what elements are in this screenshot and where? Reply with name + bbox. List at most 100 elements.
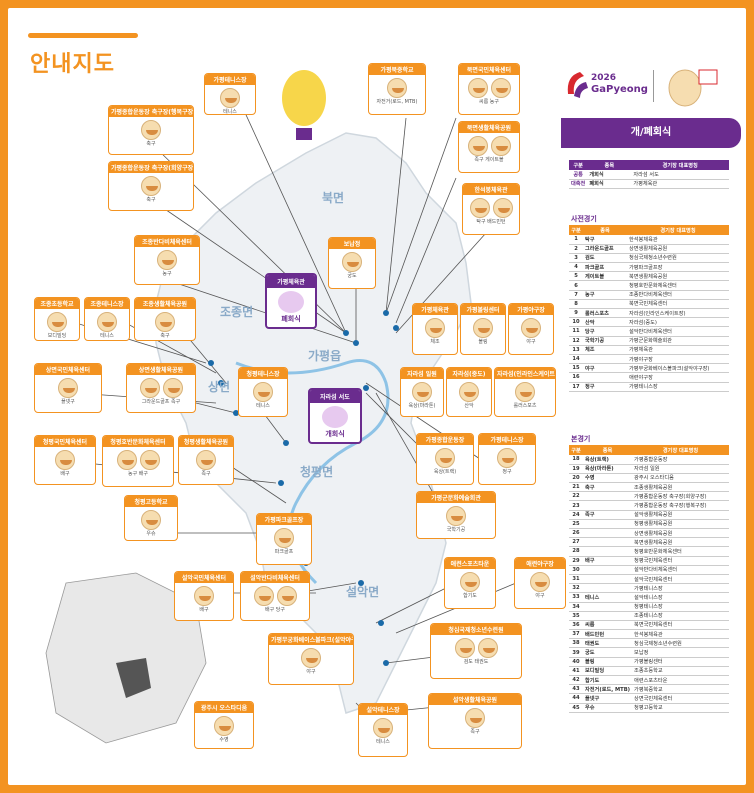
col-header: 구분 <box>569 225 583 235</box>
sport-name: 국학기공 <box>583 336 627 346</box>
venue-callout-sport: 롤러스포츠 <box>513 403 537 409</box>
venue-callout[interactable]: 가평종합운동장 축구장(행복구장)축구 <box>108 105 194 155</box>
opening-section-title: 개/폐회식 <box>561 118 741 148</box>
venue-callout[interactable]: 자라섬(인라인스케이트장)롤러스포츠 <box>494 367 556 417</box>
venue-callout[interactable]: 자라섬(중도)산악 <box>446 367 492 417</box>
row-number: 13 <box>569 345 583 355</box>
row-number: 26 <box>569 528 583 539</box>
row-number: 37 <box>569 629 583 640</box>
venue-callout-sport: 합기도 <box>463 593 477 599</box>
mascot-group <box>479 445 535 468</box>
mascot-icon <box>473 318 493 338</box>
venue-callout[interactable]: 가평종합운동장 축구장(회양구장)축구 <box>108 161 194 211</box>
venue-callout-title: 가평북중학교 <box>369 64 425 75</box>
row-number: 2 <box>569 244 583 254</box>
venue-callout-sport: 농구 <box>162 271 172 277</box>
sport-name <box>583 565 633 575</box>
mascot-icon <box>55 450 75 470</box>
venue-callout-sport: 그라운드골프 족구 <box>141 399 181 405</box>
mascot-icon <box>155 312 175 332</box>
mascot-icon <box>435 448 455 468</box>
venue-callout-sport: 농구 배구 <box>128 471 148 477</box>
row-number: 16 <box>569 372 583 383</box>
col-header: 경기장 대표명칭 <box>627 225 729 235</box>
venue-callout-sport: 테니스 <box>100 333 114 339</box>
venue-name: 청평국민체육센터 <box>632 556 729 566</box>
main-games-title: 본경기 <box>571 435 591 443</box>
mascot-group <box>125 507 177 530</box>
logo-mark-icon <box>567 72 588 98</box>
venue-callout-title: 가평종합운동장 축구장(회양구장) <box>109 162 193 173</box>
venue-callout-title: 청평생활체육공원 <box>179 436 233 447</box>
venue-name: 설악반다비체육센터 <box>632 565 729 575</box>
mascot-group <box>463 195 519 218</box>
venue-name: 가평야구장 <box>627 354 729 365</box>
venue-name: 청평고등학교 <box>632 703 729 713</box>
row-number: 45 <box>569 703 583 713</box>
opening-label: 개회식 <box>325 430 345 438</box>
mascot-icon <box>492 198 513 218</box>
venue-callout[interactable]: 가평무궁화베이스볼파크(설악야구장)야구 <box>268 633 354 685</box>
mascot-group <box>205 85 255 108</box>
sport-name: 수영 <box>583 473 633 484</box>
venue-callout-title: 청평고등학교 <box>125 496 177 507</box>
mascot-icon <box>515 382 535 402</box>
venue-callout-title: 가평테니스장 <box>479 434 535 445</box>
region-seorakmyeon: 설악면 <box>346 585 380 599</box>
venue-name: 가평종합운동장 <box>632 455 729 465</box>
ceremony-opening-venue[interactable]: 자라섬 서도 개회식 <box>308 388 362 444</box>
venue-name: 한석봉체육관 <box>627 235 729 245</box>
venue-callout-title: 청평호반문화체육센터 <box>103 436 173 447</box>
sport-name: 자전거(로드, MTB) <box>583 684 633 695</box>
ceremony-closing-venue[interactable]: 가평체육관 폐회식 <box>265 273 317 329</box>
table-row: 대축전 폐회식 가평체육관 <box>569 179 729 189</box>
sport-name: 정구 <box>583 382 627 392</box>
venue-callout-title: 조종테니스장 <box>85 298 129 309</box>
mascot-icon <box>469 198 490 218</box>
sport-name <box>583 611 633 621</box>
sport-name <box>583 280 627 291</box>
